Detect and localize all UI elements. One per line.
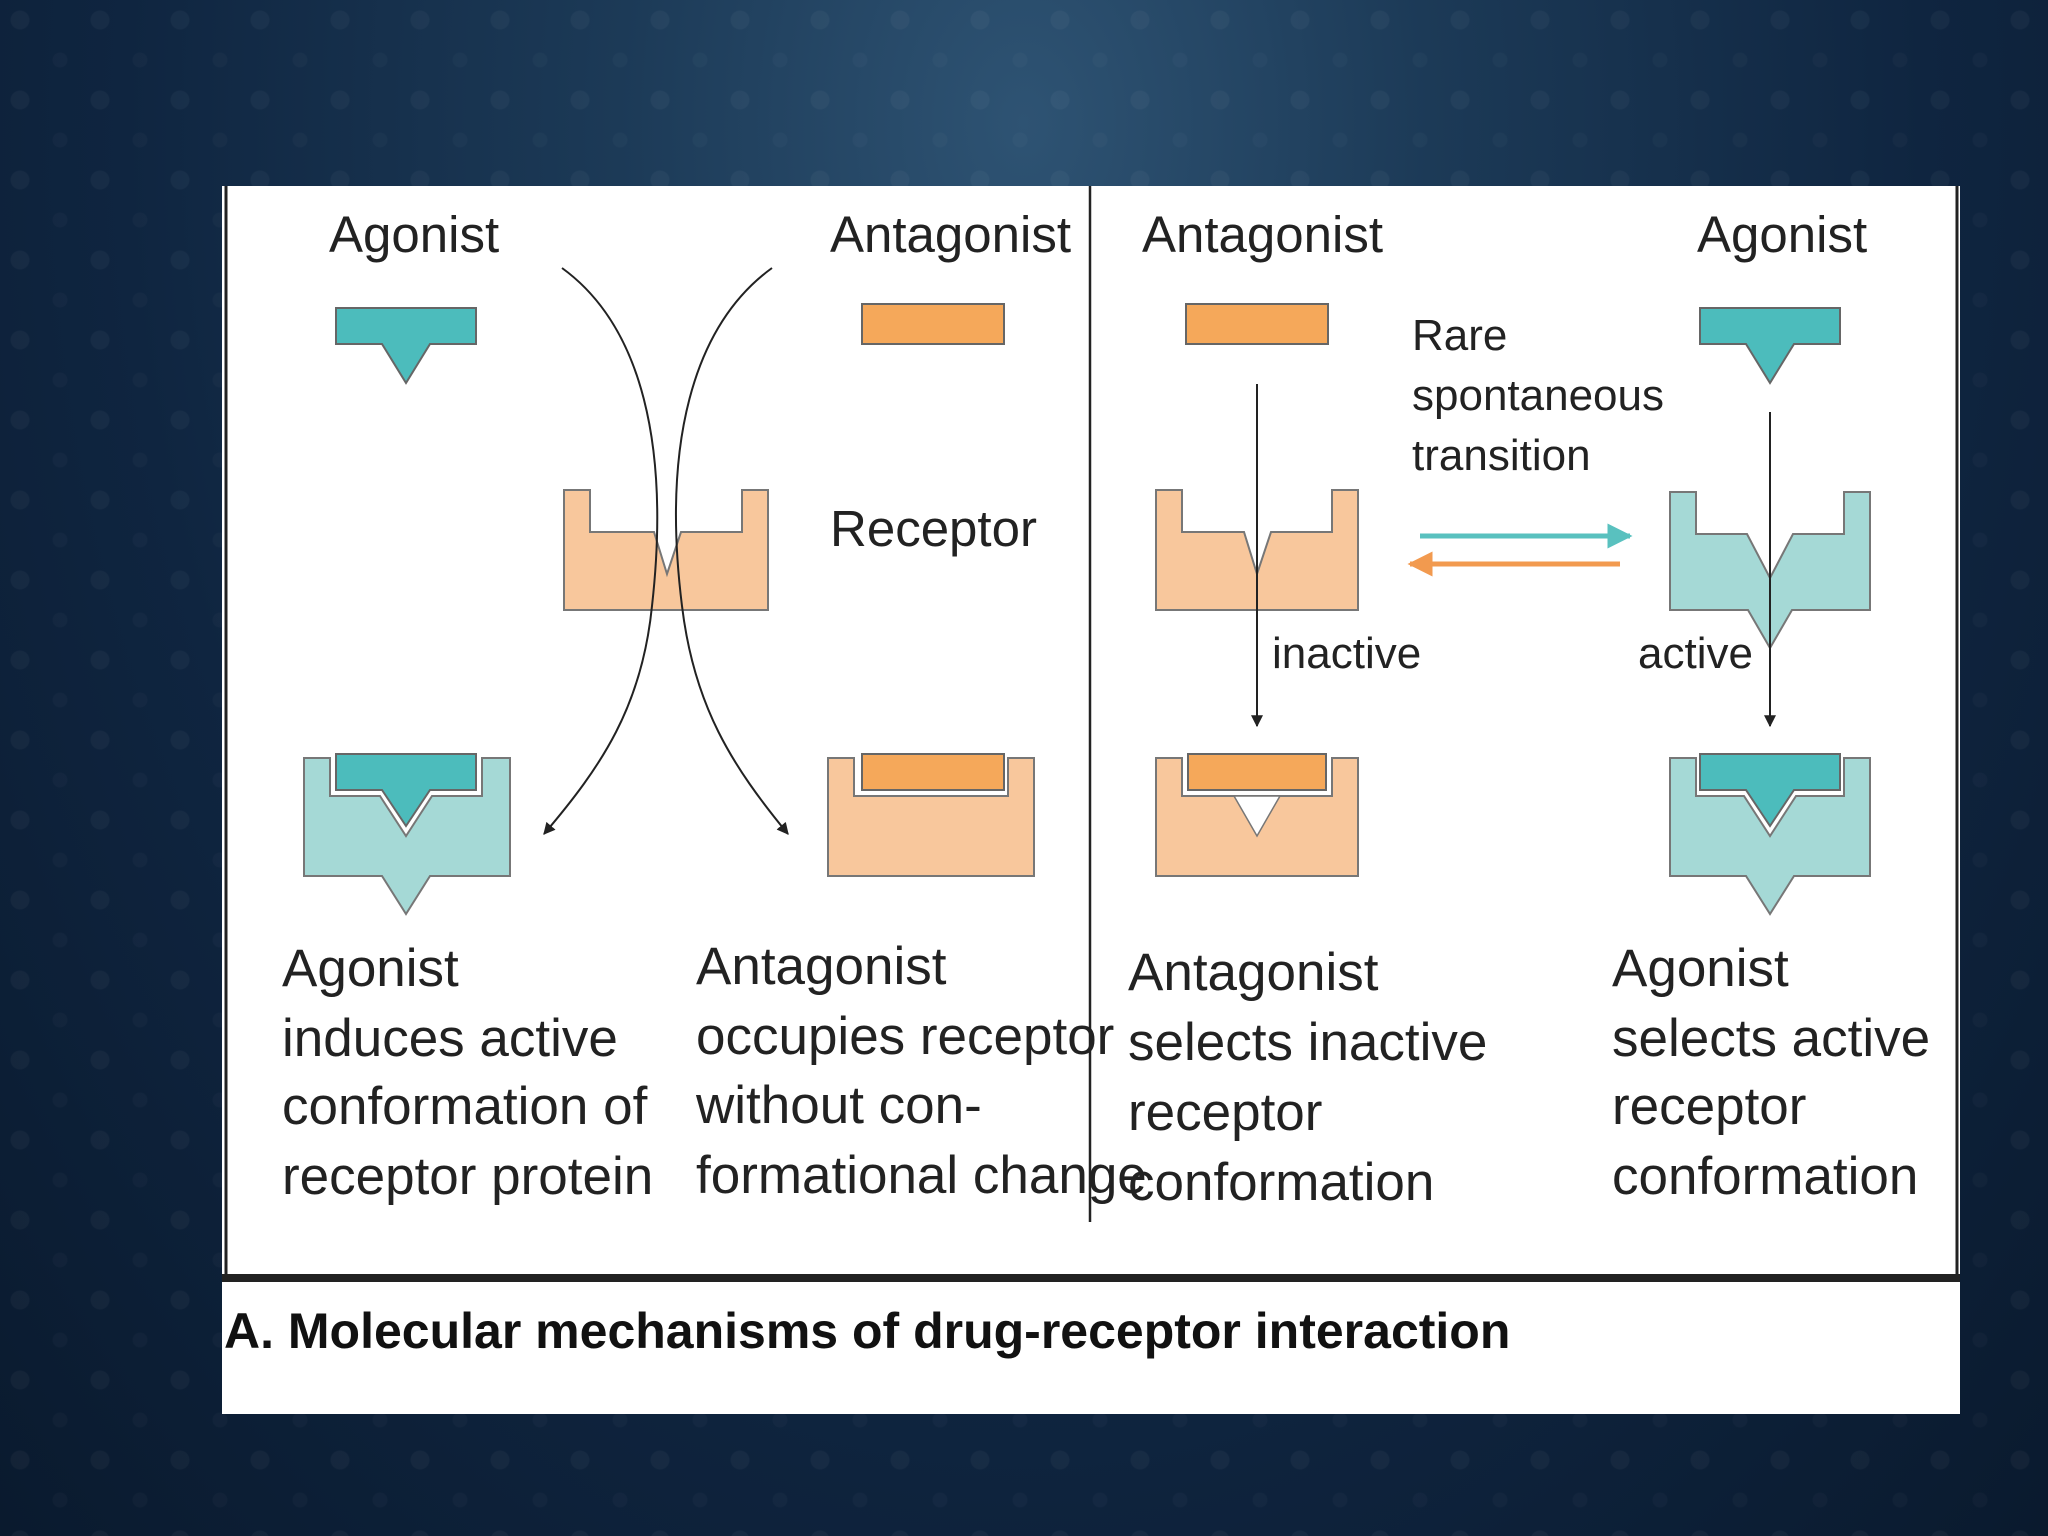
left-agonist-description: Agonist induces active conformation of r… (282, 939, 662, 1206)
right-antagonist-label: Antagonist (1142, 206, 1383, 263)
left-receptor (563, 489, 769, 611)
active-receptor-agonist-complex (303, 757, 511, 916)
inactive-receptor-antagonist-complex (827, 757, 1035, 877)
selected-antagonist (1187, 753, 1327, 791)
inactive-receptor (1155, 489, 1359, 611)
right-agonist-description: Agonist selects active receptor conforma… (1612, 939, 1945, 1206)
inactive-label: inactive (1272, 629, 1421, 678)
antagonist-binding-arrow (675, 267, 789, 835)
active-receptor (1669, 491, 1871, 650)
figure-caption: A. Molecular mechanisms of drug-receptor… (224, 1303, 1510, 1359)
left-agonist-label: Agonist (329, 206, 499, 263)
agonist-selected-complex (1669, 757, 1871, 916)
agonist-binding-arrow (543, 267, 659, 835)
right-agonist-label: Agonist (1697, 206, 1867, 263)
left-antagonist-description: Antagonist occupies receptor without con… (695, 937, 1147, 1205)
drug-receptor-figure: Agonist Antagonist Receptor Agonist indu… (222, 186, 1960, 1414)
left-antagonist-molecule (861, 303, 1005, 345)
empty-binding-pocket (1232, 795, 1282, 838)
right-agonist-molecule (1699, 307, 1841, 385)
bound-agonist (335, 753, 477, 828)
diagram-svg: Agonist Antagonist Receptor Agonist indu… (222, 186, 1960, 1359)
right-antagonist-molecule (1185, 303, 1329, 345)
left-antagonist-label: Antagonist (830, 206, 1071, 263)
selected-agonist (1699, 753, 1841, 828)
receptor-label: Receptor (830, 500, 1037, 557)
bound-antagonist (861, 753, 1005, 791)
right-antagonist-description: Antagonist selects inactive receptor con… (1128, 943, 1502, 1212)
transition-label: Rare spontaneous transition (1412, 311, 1676, 480)
left-agonist-molecule (335, 307, 477, 385)
active-label: active (1638, 629, 1753, 678)
